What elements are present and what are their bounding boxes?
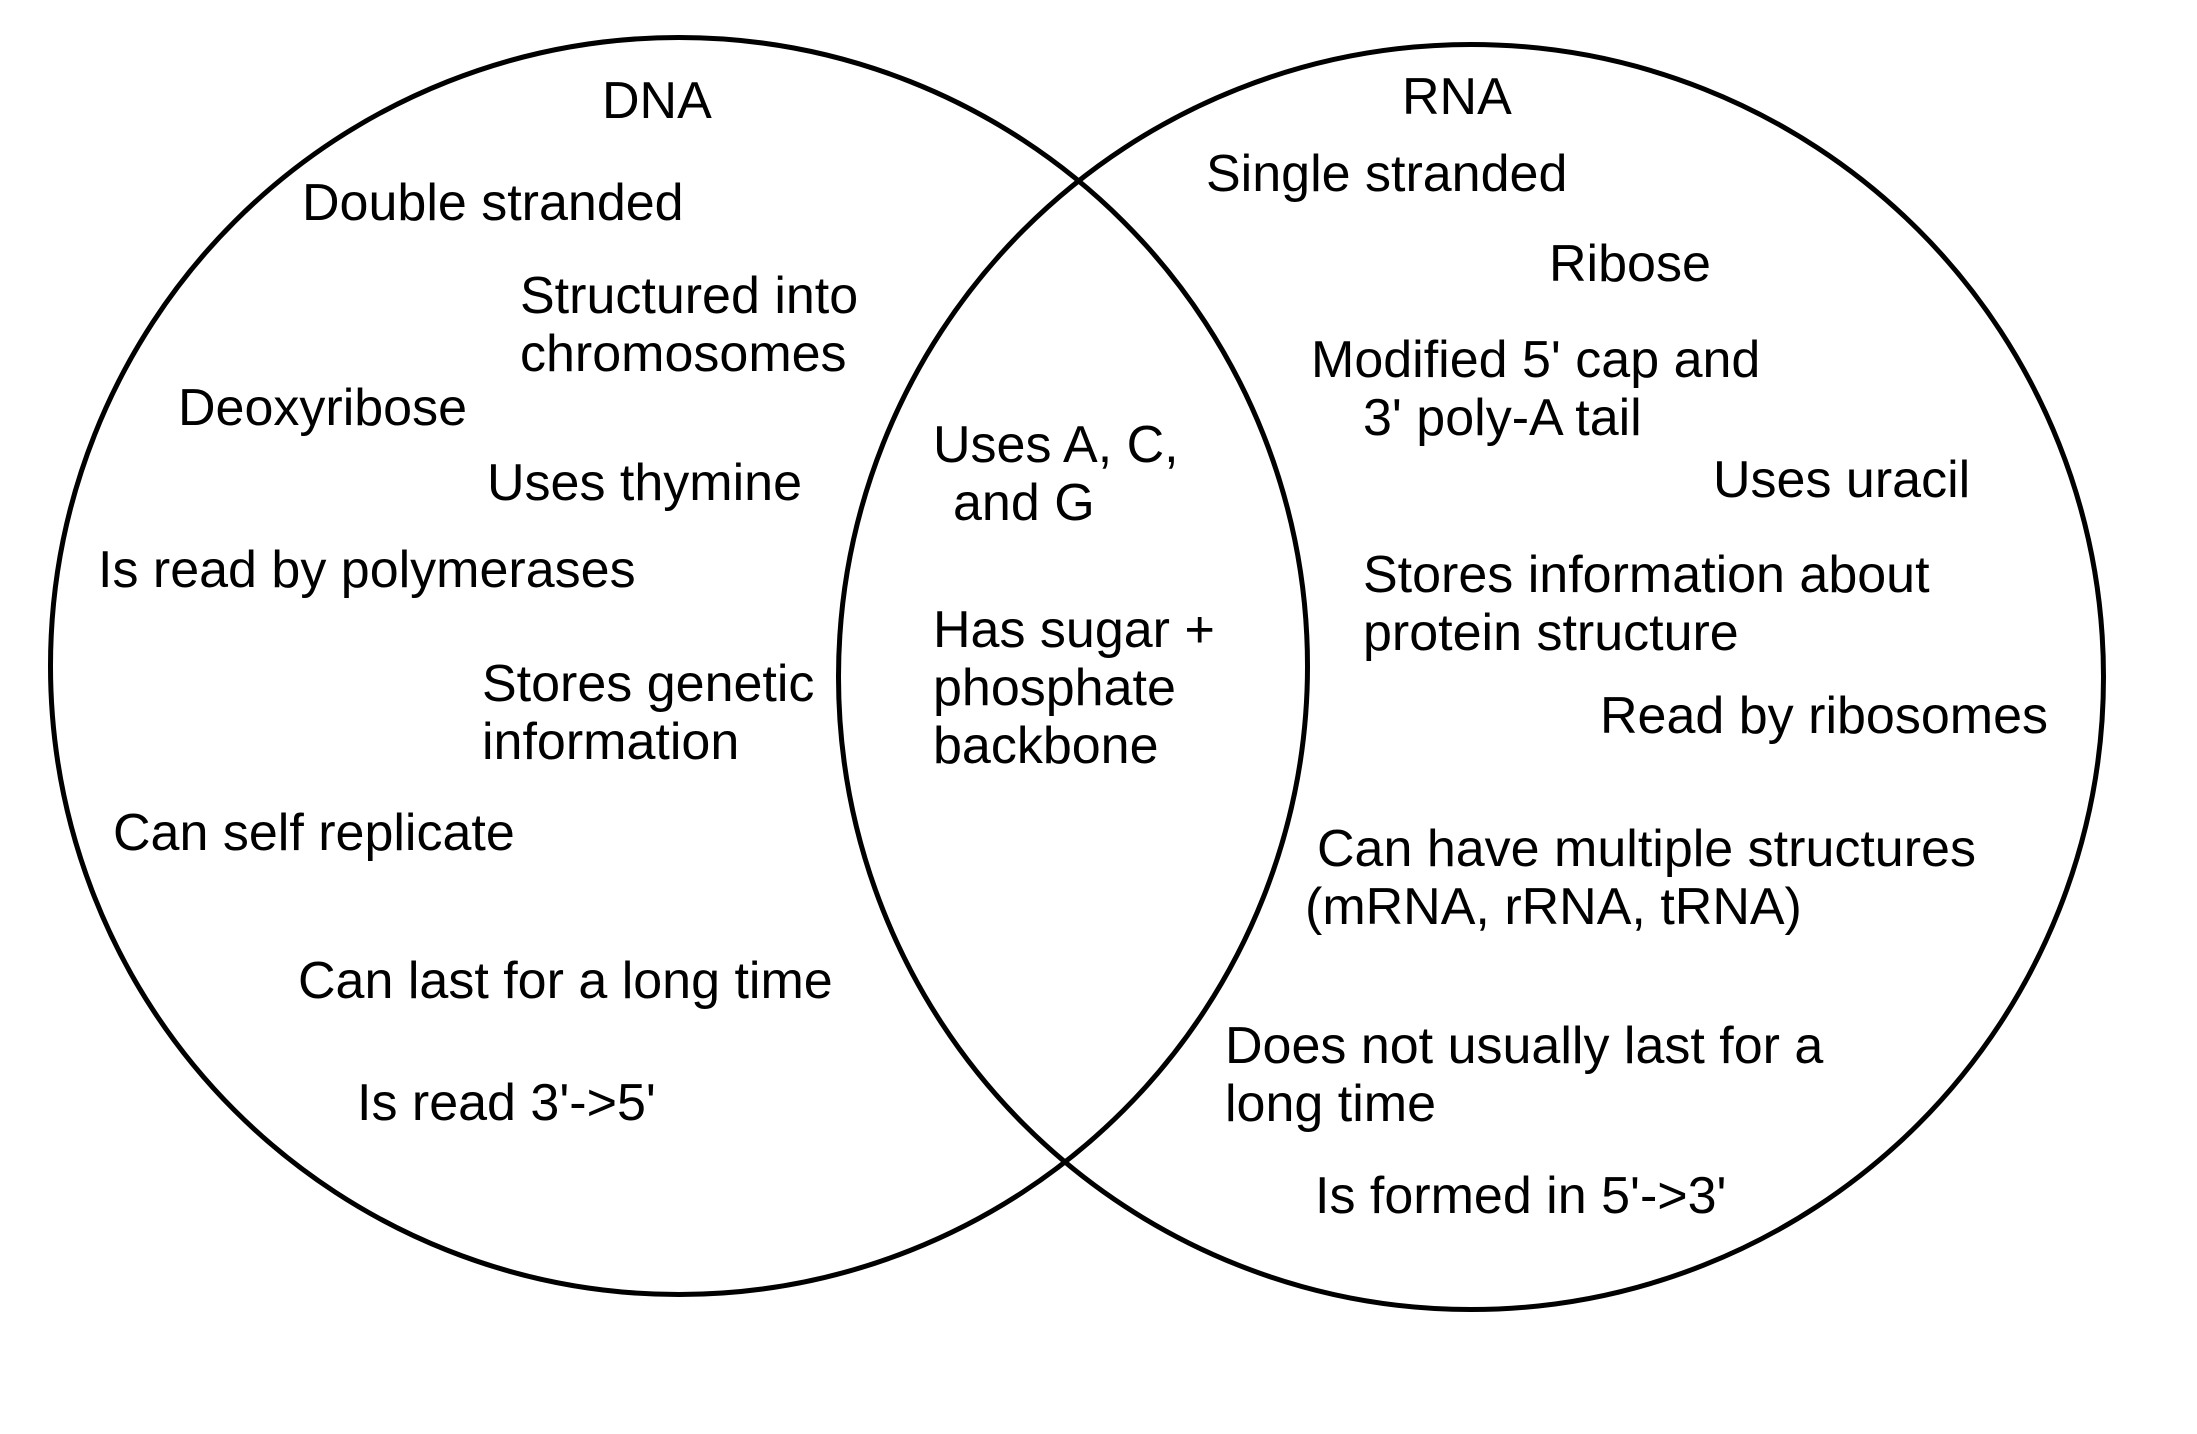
rna-fact-modified-cap-poly-a: Modified 5' cap and 3' poly-A tail — [1311, 331, 1761, 447]
rna-title: RNA — [1402, 68, 1512, 126]
rna-fact-does-not-last-long: Does not usually last for a long time — [1225, 1017, 1824, 1133]
dna-fact-uses-thymine: Uses thymine — [487, 454, 802, 512]
dna-fact-stores-genetic-information: Stores genetic information — [482, 655, 815, 771]
dna-fact-can-self-replicate: Can self replicate — [113, 804, 515, 862]
rna-fact-stores-protein-info: Stores information about protein structu… — [1363, 546, 1930, 662]
rna-fact-formed-5-to-3: Is formed in 5'->3' — [1315, 1167, 1727, 1225]
shared-fact-sugar-phosphate-backbone: Has sugar + phosphate backbone — [933, 601, 1215, 775]
rna-title-text: RNA — [1402, 68, 1512, 126]
dna-title: DNA — [602, 72, 712, 130]
rna-fact-single-stranded: Single stranded — [1206, 145, 1568, 203]
dna-fact-double-stranded: Double stranded — [302, 174, 684, 232]
rna-fact-multiple-structures: Can have multiple structures (mRNA, rRNA… — [1305, 820, 1976, 936]
rna-fact-read-by-ribosomes: Read by ribosomes — [1600, 687, 2048, 745]
dna-fact-deoxyribose: Deoxyribose — [178, 379, 468, 437]
shared-fact-uses-a-c-g: Uses A, C, and G — [933, 416, 1179, 532]
dna-fact-structured-into-chromosomes: Structured into chromosomes — [520, 267, 859, 383]
rna-fact-uses-uracil: Uses uracil — [1713, 451, 1971, 509]
rna-circle — [836, 42, 2106, 1312]
dna-title-text: DNA — [602, 72, 712, 130]
dna-fact-read-3-to-5: Is read 3'->5' — [357, 1074, 656, 1132]
rna-fact-ribose: Ribose — [1549, 235, 1711, 293]
dna-fact-read-by-polymerases: Is read by polymerases — [98, 541, 636, 599]
dna-fact-can-last-long-time: Can last for a long time — [298, 952, 833, 1010]
